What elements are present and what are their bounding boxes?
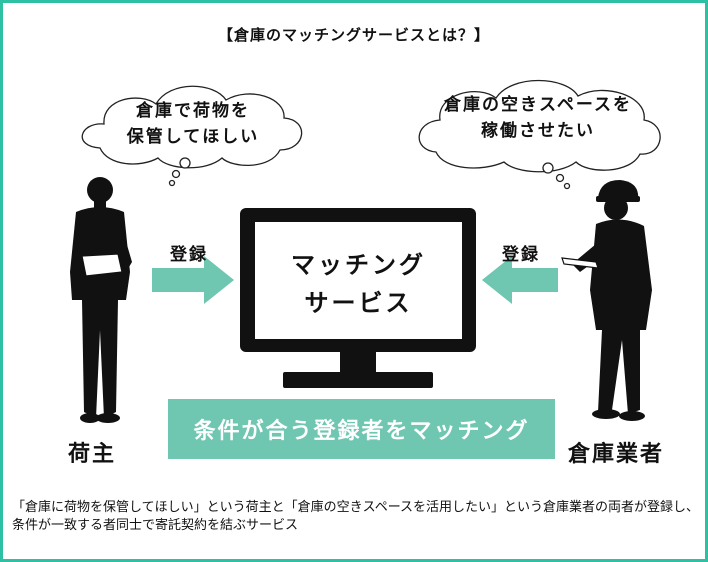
shipper-label: 荷主 bbox=[68, 442, 117, 467]
monitor-icon bbox=[240, 208, 476, 388]
caption-text: 「倉庫に荷物を保管してほしい」という荷主と「倉庫の空きスペースを活用したい」とい… bbox=[12, 500, 700, 533]
thought-left-line1: 倉庫で荷物を bbox=[136, 101, 250, 121]
thought-right-line1: 倉庫の空きスペースを bbox=[444, 95, 632, 115]
thought-left-line2: 保管してほしい bbox=[126, 127, 260, 147]
diagram-title: 【倉庫のマッチングサービスとは？】 bbox=[217, 26, 490, 44]
document-icon bbox=[81, 253, 123, 277]
monitor-line2: サービス bbox=[304, 289, 413, 317]
arrow-left-shape bbox=[482, 256, 558, 304]
businessman-silhouette bbox=[70, 177, 132, 423]
monitor-line1: マッチング bbox=[291, 251, 426, 279]
monitor-text: マッチング サービス bbox=[255, 246, 462, 322]
arrow-right-shape bbox=[152, 256, 234, 304]
worker-silhouette bbox=[572, 180, 652, 421]
thought-cloud-left bbox=[81, 85, 303, 187]
tablet-icon bbox=[561, 257, 599, 269]
thought-cloud-right bbox=[418, 79, 661, 190]
thought-right-line2: 稼働させたい bbox=[481, 121, 595, 141]
arrow-left-label: 登録 bbox=[170, 245, 208, 265]
matching-banner: 条件が合う登録者をマッチング bbox=[168, 399, 555, 459]
thought-text-right: 倉庫の空きスペースを 稼働させたい bbox=[436, 92, 640, 144]
warehouse-operator-label: 倉庫業者 bbox=[568, 442, 665, 467]
thought-text-left: 倉庫で荷物を 保管してほしい bbox=[110, 98, 276, 150]
arrow-right-label: 登録 bbox=[502, 245, 540, 265]
